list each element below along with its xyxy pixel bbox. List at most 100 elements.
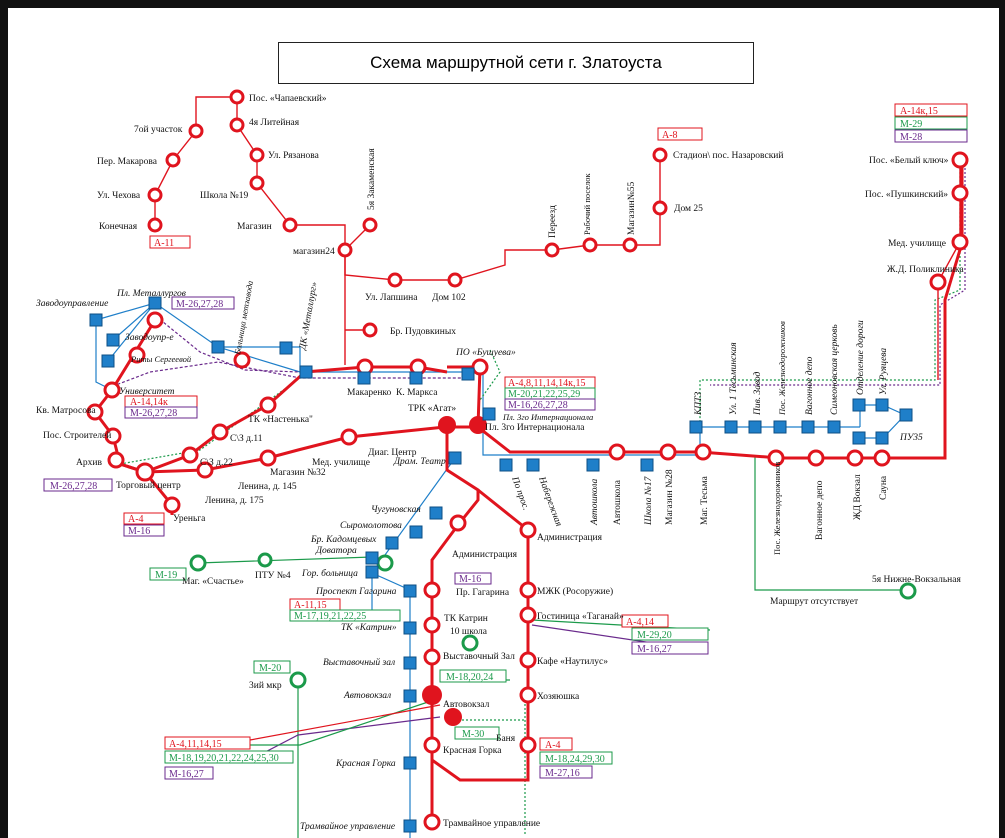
stop-label: Заводоуправление [36,298,108,309]
stop-label: Пос. «Пушкинский» [865,189,948,200]
stop-label: Стадион\ пос. Назаровский [673,150,783,161]
stop-label: Ул. 1 Тесьминская [729,342,739,415]
bus-stops[interactable] [86,89,969,831]
hub-stops[interactable] [422,416,487,726]
square-stop [429,506,443,520]
stop-label: Мед. училище [312,458,370,468]
stop-marker [423,736,441,754]
square-stop [403,656,417,670]
stop-label: Трамвайное управление [443,818,540,829]
stop-label: Пр. Гагарина [456,588,510,598]
stop-label: Школа №17 [644,475,654,526]
stop-label: Магазин №32 [270,468,326,478]
stop-marker [181,446,199,464]
stop-marker [951,151,969,169]
stop-marker [519,686,537,704]
square-stop [357,371,371,385]
stop-label: Пос. Железнодорожников [777,321,787,416]
stop-marker [767,449,785,467]
route-label-m16: М-16 [459,574,481,585]
stop-label: Симеоновская церковь [830,324,840,415]
stop-marker [423,813,441,831]
route-label-m18: М-18,19,20,21,22,24,25,30 [169,753,279,764]
route-label-m29: М-29 [900,119,922,130]
stop-marker [873,449,891,467]
hub-marker [422,685,442,705]
stop-label: Ул. Руяцева [879,348,889,395]
stop-label: Пив. Завод [752,371,763,416]
minibus-line [119,377,301,465]
stop-marker [259,396,277,414]
route-label-m28: М-28 [900,132,922,143]
stop-marker [519,651,537,669]
stop-label: 10 школа [450,627,488,637]
stop-label: Пос. «Чапаевский» [249,93,327,104]
stop-label: Архив [76,458,102,468]
route-label-m20: М-20,21,22,25,29 [508,389,580,400]
stop-label: 3ий мкр [249,680,282,691]
minibus-line [754,455,905,591]
stop-label: Пер. Макарова [97,157,158,167]
stop-label: Дом 102 [432,293,466,303]
square-stop [365,565,379,579]
stop-label: Драм. Театр [393,457,446,467]
stop-label: Риты Сергеевой [130,354,192,364]
stop-label: Бр. Пудовкиных [390,327,456,337]
square-stop [499,458,513,472]
stop-label: Ул. Лапшина [365,293,418,303]
stop-label: Администрация [452,550,518,560]
minibus-line [479,349,501,401]
stop-marker [128,346,146,364]
stop-label: С\З д.11 [230,434,263,444]
stop-marker [951,184,969,202]
stop-label: Хозяюшка [537,692,580,702]
minibus-stops[interactable] [189,552,917,689]
minibus-line [197,556,373,564]
minibus-line [249,704,441,741]
route-label-m262728: М-26,27,28 [130,408,177,419]
stop-label: Сыромолотова [340,521,402,531]
stop-marker [544,242,560,258]
stop-label: Выставочный Зал [443,651,515,662]
stop-label: Кафе «Наутилус» [537,656,608,667]
stop-label: ТК «Катрин» [341,623,397,633]
map-title-box: Схема маршрутной сети г. Златоуста [278,42,754,84]
hub-marker [444,708,462,726]
stop-label: Ул. Чехова [97,191,141,201]
stop-marker [188,123,204,139]
stop-label: ПТУ №4 [255,571,291,581]
stop-marker [211,423,229,441]
route-label-m182024: М-18,20,24 [446,672,493,683]
stop-label: Маршрут отсутствует [770,597,859,607]
square-stop [385,536,399,550]
stop-label: Диаг. Центр [368,448,417,458]
road-line [95,320,109,389]
stop-label: Мед. училище [888,239,946,249]
stop-label: Университет [119,387,175,397]
main-bus-routes [93,160,964,822]
stop-label: Автошкола [613,479,623,525]
stop-marker [165,152,181,168]
stop-marker [449,514,467,532]
tram-stops[interactable] [89,296,913,833]
stop-marker [899,582,917,600]
map-title: Схема маршрутной сети г. Златоуста [370,53,662,72]
stop-marker [652,147,668,163]
stop-marker [229,89,245,105]
stop-label: Автошкола [590,478,600,526]
square-stop [852,398,866,412]
square-stop [526,458,540,472]
stop-label: Магазин №28 [665,469,675,525]
stop-label: Школа №19 [200,191,248,201]
route-label-a4: А-4 [128,514,144,525]
stop-marker [423,616,441,634]
stop-label: Красная Горка [443,746,502,756]
stop-label: Переезд [548,205,558,238]
square-stop [689,420,703,434]
stop-label: Ул. Рязанова [268,151,320,161]
route-label-m30: М-30 [462,729,484,740]
square-stop [89,313,103,327]
hub-marker [438,416,456,434]
stop-marker [951,233,969,251]
stop-label: Набережная [536,474,564,528]
